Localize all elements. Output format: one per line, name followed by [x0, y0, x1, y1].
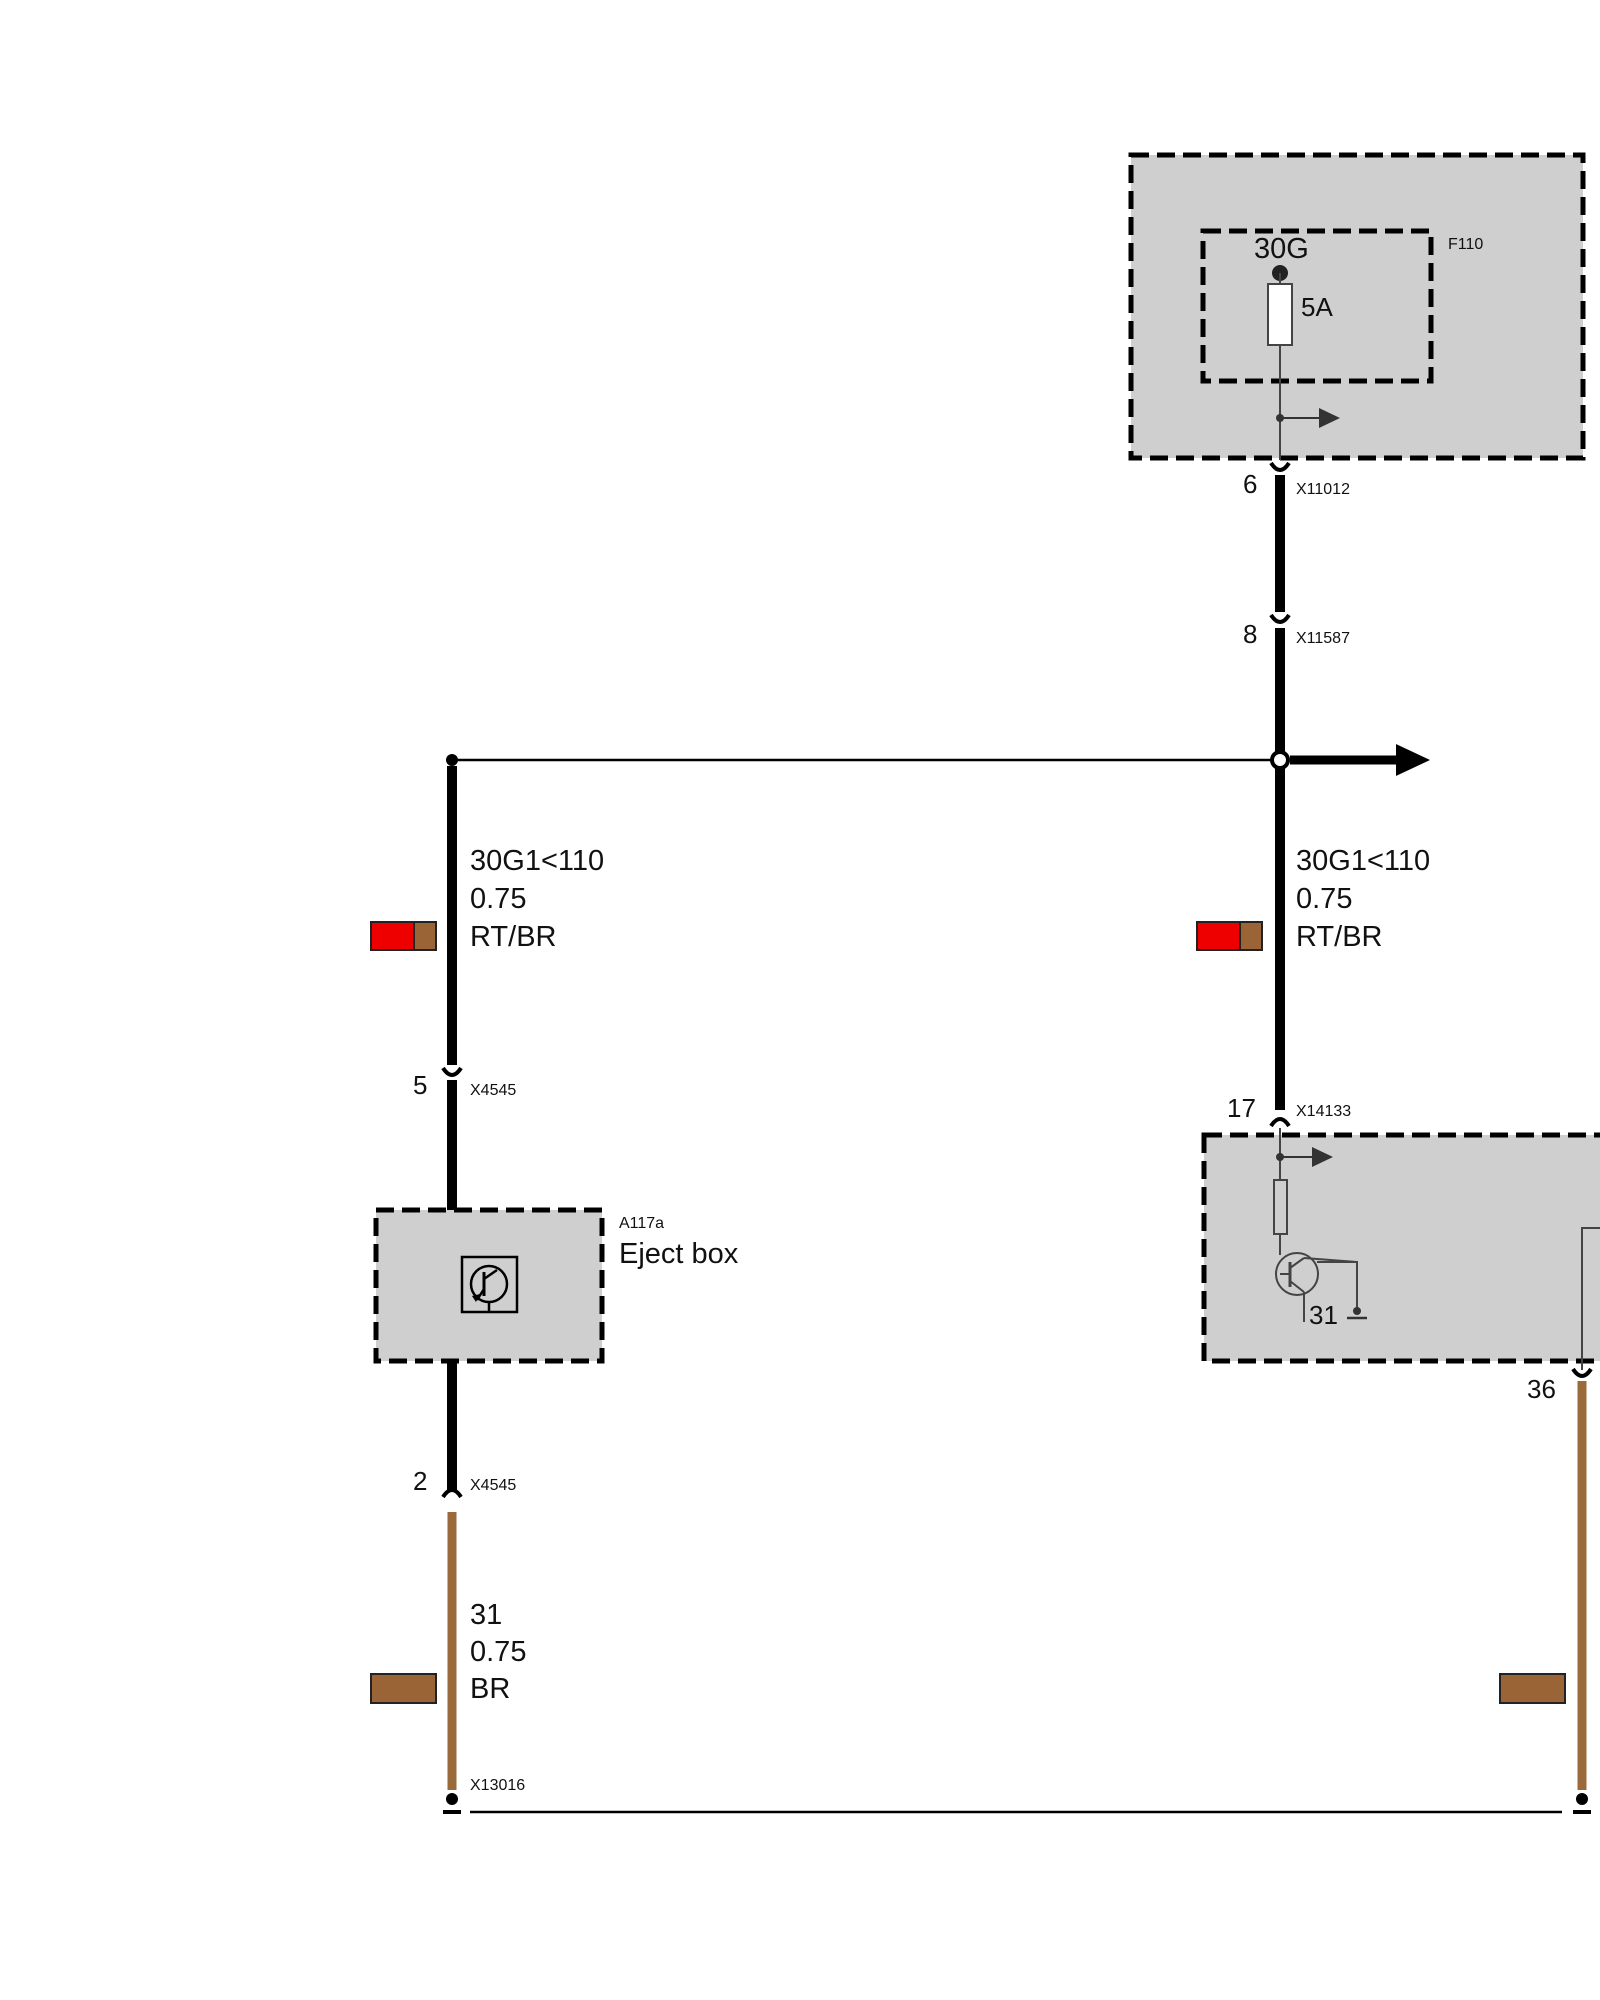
ground-terminal-dot — [1576, 1793, 1588, 1805]
splice-dot-left — [446, 754, 458, 766]
connector-icon — [1269, 461, 1291, 472]
connector-id-label: X14133 — [1296, 1103, 1351, 1120]
wire-gauge-label: 0.75 — [1296, 883, 1352, 915]
component-id-label: A117a — [619, 1215, 664, 1232]
connector-x11587: 8 X11587 — [1243, 613, 1350, 649]
right-module-box — [1201, 1132, 1600, 1364]
connector-icon — [1571, 1367, 1593, 1378]
arrow-right-icon — [1312, 1147, 1333, 1167]
ground-terminal-right — [1573, 1793, 1591, 1814]
wire-color-swatch-brown — [1499, 1673, 1566, 1704]
ground-dot — [1353, 1307, 1361, 1315]
connector-pin-label: 36 — [1527, 1374, 1556, 1404]
fuse-icon — [1267, 283, 1293, 346]
ground-terminal-dot — [446, 1793, 458, 1805]
module-output-wire — [1581, 1227, 1600, 1370]
transistor-icon — [460, 1255, 519, 1314]
wire-gauge-label: 0.75 — [470, 1636, 526, 1668]
connector-icon — [1269, 1117, 1291, 1128]
connector-x4545-top: 5 X4545 — [413, 1066, 516, 1100]
connector-x4545-bottom: 2 X4545 — [413, 1466, 516, 1499]
connector-id-label: X4545 — [470, 1477, 516, 1494]
fuse-terminal-label: 30G — [1254, 233, 1309, 265]
wire-color-label: RT/BR — [470, 921, 556, 953]
fuse-inner-box — [1200, 228, 1434, 384]
arrow-right-icon — [1396, 744, 1430, 776]
fuse-module: F110 30G 5A — [1128, 152, 1586, 461]
arrow-right-icon — [1319, 408, 1340, 428]
wire-circuit-label: 31 — [470, 1599, 502, 1631]
connector-x11012: 6 X11012 — [1243, 461, 1350, 499]
eject-box-component: A117a Eject box — [373, 1207, 739, 1364]
connector-icon — [1269, 613, 1291, 624]
fuse-id-label: F110 — [1448, 236, 1483, 253]
fuse-module-box — [1128, 152, 1586, 461]
connector-right-module-pin: 36 — [1527, 1367, 1593, 1404]
connector-id-label: X13016 — [470, 1777, 525, 1794]
connector-id-label: X11587 — [1296, 630, 1350, 647]
eject-box-outline — [373, 1207, 605, 1364]
wire-color-swatch-brown — [1239, 921, 1263, 951]
splice-dot-right — [1270, 750, 1290, 770]
wire-color-label: BR — [470, 1673, 510, 1705]
wire-circuit-label: 30G1<110 — [1296, 845, 1430, 877]
connector-icon — [441, 1066, 463, 1077]
connector-pin-label: 8 — [1243, 619, 1257, 649]
connector-pin-label: 17 — [1227, 1093, 1256, 1123]
wire-color-label: RT/BR — [1296, 921, 1382, 953]
connector-pin-label: 6 — [1243, 469, 1257, 499]
connector-icon — [441, 1488, 463, 1499]
ground-connector-x13016: X13016 — [443, 1777, 525, 1814]
wire-label-left-supply: 30G1<110 0.75 RT/BR — [370, 845, 604, 953]
connector-id-label: X11012 — [1296, 481, 1350, 498]
connector-pin-label: 2 — [413, 1466, 427, 1496]
connector-pin-label: 5 — [413, 1070, 427, 1100]
wire-gauge-label: 0.75 — [470, 883, 526, 915]
wire-label-right-supply: 30G1<110 0.75 RT/BR — [1196, 845, 1430, 953]
wire-color-swatch-brown — [413, 921, 437, 951]
wire-color-swatch-red — [1196, 921, 1241, 951]
component-name-label: Eject box — [619, 1238, 739, 1270]
fuse-rating-label: 5A — [1301, 292, 1333, 322]
wire-label-left-ground: 31 0.75 BR — [370, 1599, 526, 1705]
module-ground-wire — [1317, 1261, 1358, 1312]
connector-id-label: X4545 — [470, 1082, 516, 1099]
right-module: 31 — [1201, 1128, 1600, 1370]
wire-circuit-label: 30G1<110 — [470, 845, 604, 877]
module-ground-label: 31 — [1309, 1300, 1338, 1330]
wire-color-swatch-brown — [370, 1673, 437, 1704]
connector-x14133: 17 X14133 — [1227, 1093, 1351, 1128]
wire-color-swatch-red — [370, 921, 415, 951]
